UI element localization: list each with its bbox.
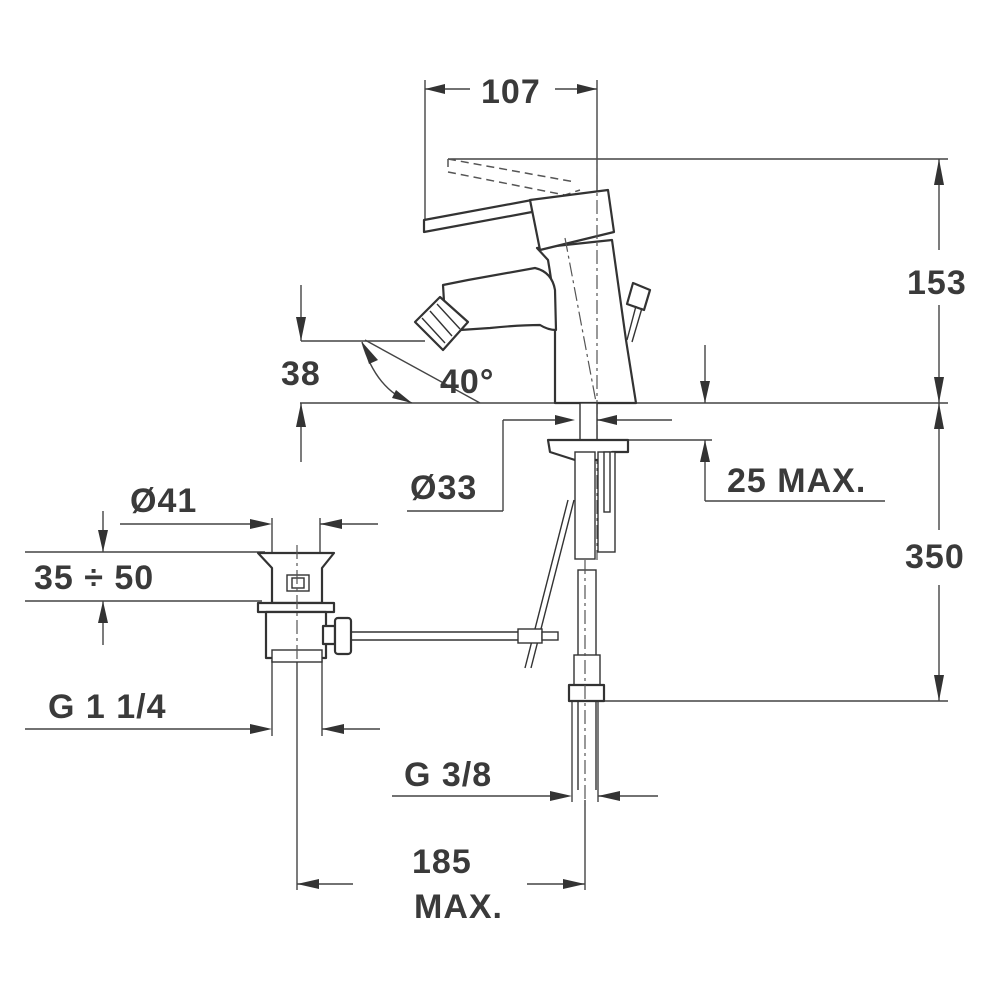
label-g-1-1-4: G 1 1/4 <box>48 688 167 726</box>
label-107: 107 <box>481 73 541 111</box>
label-40-deg: 40° <box>440 363 494 401</box>
spray-nozzle <box>413 295 470 352</box>
label-185-max: MAX. <box>414 888 503 926</box>
label-350: 350 <box>905 538 965 576</box>
label-185: 185 <box>412 843 472 881</box>
label-25-max: 25 MAX. <box>727 462 866 500</box>
label-g-3-8: G 3/8 <box>404 756 492 794</box>
dimension-lines <box>25 80 948 890</box>
mixer-tap <box>413 150 652 560</box>
label-35-50: 35 ÷ 50 <box>34 559 154 597</box>
dimension-labels: 107 153 38 40° Ø33 25 MAX. 350 Ø41 35 ÷ … <box>34 73 967 926</box>
label-dia-41: Ø41 <box>130 482 197 520</box>
label-38: 38 <box>281 355 321 393</box>
mounting-assembly <box>524 402 630 810</box>
label-153: 153 <box>907 264 967 302</box>
pop-up-knob <box>625 281 652 343</box>
pop-up-waste <box>256 545 559 680</box>
label-dia-33: Ø33 <box>410 469 477 507</box>
